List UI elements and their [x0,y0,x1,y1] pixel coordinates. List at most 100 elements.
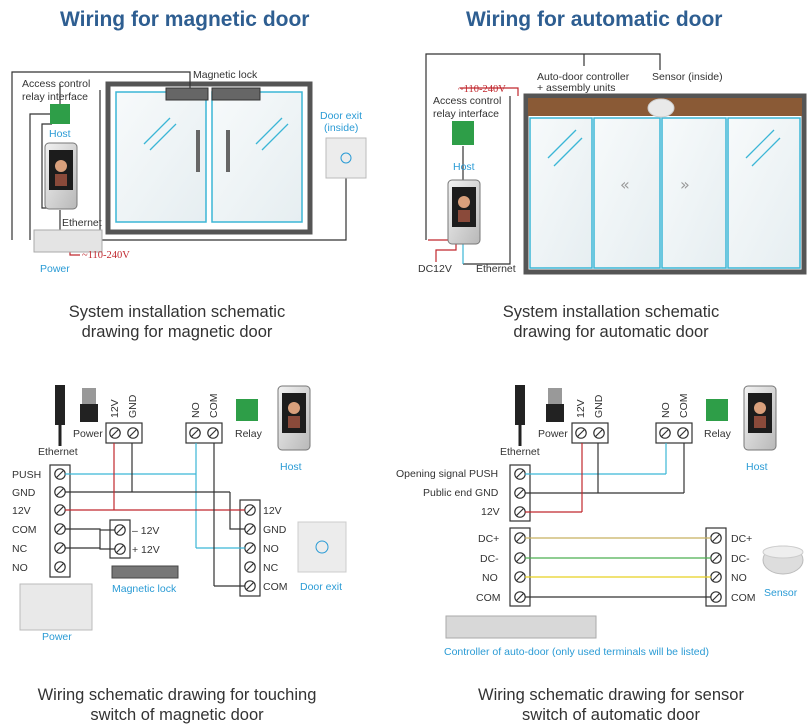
term-no: NO [12,562,28,574]
ethernet-label: Ethernet [62,217,102,229]
door-sensor [647,98,675,118]
caption-line: drawing for automatic door [513,323,709,341]
relay-label-1: Access control [22,78,90,90]
arrow-right-icon: » [680,175,690,194]
sensor-com: COM [731,592,756,604]
power-label: Power [40,263,70,275]
caption-line: Wiring schematic drawing for touching [37,686,317,704]
sensor-dc-plus: DC+ [731,533,752,545]
door-exit-label-1: Door exit [320,110,362,122]
bl-relay-module [236,399,258,421]
bl-magnetic-lock-label: Magnetic lock [112,583,177,595]
term-12v-br: 12V [481,506,500,518]
magnetic-lock-label: Magnetic lock [193,69,258,81]
power-box-terminals [49,464,71,578]
sensor-inside-label: Sensor (inside) [652,71,723,83]
ethernet-plug [55,385,65,425]
auto-relay-label-2: relay interface [433,108,499,120]
bl-power-supply [19,583,93,631]
term-com: COM [12,524,37,536]
exit-term-gnd: GND [263,524,287,536]
auto-relay-module [452,121,474,145]
caption-top-right: System installation schematic drawing fo… [431,302,791,342]
exit-term-no: NO [263,543,279,555]
door-handle-left [196,130,200,172]
br-no-label: NO [660,402,672,418]
br-controller-terminals [509,527,531,607]
bl-com-label: COM [208,394,220,419]
bl-host-label: Host [280,461,302,473]
br-gnd-label: GND [593,394,605,418]
term-12v: 12V [12,505,31,517]
glass-panel-left [115,91,207,223]
host-label: Host [49,128,71,140]
caption-line: Wiring schematic drawing for sensor [478,686,744,704]
door-exit-label-2: (inside) [324,122,358,134]
br-auto-door-controller [445,615,597,639]
ctrl-com: COM [476,592,501,604]
relay-module [50,104,70,124]
term-opening-signal: Opening signal PUSH [396,468,498,480]
auto-voltage-label: ~110-240V [458,84,506,95]
automatic-door-installation: « » ~110-240V Access control relay inter… [418,53,807,275]
br-sensor-label: Sensor [764,587,798,599]
br-ethernet-label: Ethernet [500,446,540,458]
bl-no-label: NO [190,402,202,418]
br-controller-label: Controller of auto-door (only used termi… [444,646,709,658]
auto-ethernet-label: Ethernet [476,263,516,275]
bl-gnd-label: GND [127,394,139,418]
term-public-end: Public end GND [423,487,499,499]
caption-line: drawing for magnetic door [81,323,273,341]
caption-line: switch of magnetic door [90,706,264,724]
exit-term-com: COM [263,581,288,593]
lock-minus-label: – 12V [132,525,159,537]
caption-line: System installation schematic [502,303,720,321]
door-handle-right [226,130,230,172]
touch-switch-wiring: Ethernet Power 12V GND NO COM Relay Host… [12,385,347,643]
sensor-dc-minus: DC- [731,553,750,565]
br-relay-module [706,399,728,421]
power-plug [80,404,98,422]
bl-ethernet-label: Ethernet [38,446,78,458]
bl-12v-label: 12V [109,399,121,418]
caption-line: switch of automatic door [522,706,700,724]
dc12v-label: DC12V [418,263,452,275]
br-ethernet-plug [515,385,525,425]
br-relay-label: Relay [704,428,732,440]
sensor-switch-wiring: Ethernet Power 12V GND NO COM Relay Host… [396,385,804,658]
caption-line: System installation schematic [68,303,286,321]
exit-term-12v: 12V [263,505,282,517]
door-exit-button [325,137,367,179]
caption-top-left: System installation schematic drawing fo… [0,302,357,342]
br-12v-label: 12V [575,399,587,418]
ctrl-dc-plus: DC+ [478,533,499,545]
bl-relay-label: Relay [235,428,263,440]
ctrl-no: NO [482,572,498,584]
br-power-plug [546,404,564,422]
controller-label-1: Auto-door controller [537,71,630,83]
voltage-label: ~110-240V [82,250,130,261]
br-power-label: Power [538,428,568,440]
power-supply [33,229,103,253]
glass-panel-right [211,91,303,223]
auto-relay-label-1: Access control [433,95,501,107]
title-magnetic-door: Wiring for magnetic door [60,8,310,31]
caption-bottom-left: Wiring schematic drawing for touching sw… [0,685,357,725]
lock-plus-label: + 12V [132,544,160,556]
bl-power-supply-label: Power [42,631,72,643]
term-push: PUSH [12,469,41,481]
term-nc: NC [12,543,28,555]
term-gnd: GND [12,487,36,499]
bl-door-exit-button [297,521,347,573]
relay-label-2: relay interface [22,91,88,103]
caption-bottom-right: Wiring schematic drawing for sensor swit… [431,685,791,725]
sensor-no: NO [731,572,747,584]
auto-host-label: Host [453,161,475,173]
ctrl-dc-minus: DC- [480,553,499,565]
br-host-label: Host [746,461,768,473]
br-sensor-terminals [705,527,727,607]
arrow-left-icon: « [620,175,630,194]
bl-magnetic-lock [111,565,179,579]
magnetic-door-installation: Magnetic lock Access control relay inter… [11,69,367,275]
